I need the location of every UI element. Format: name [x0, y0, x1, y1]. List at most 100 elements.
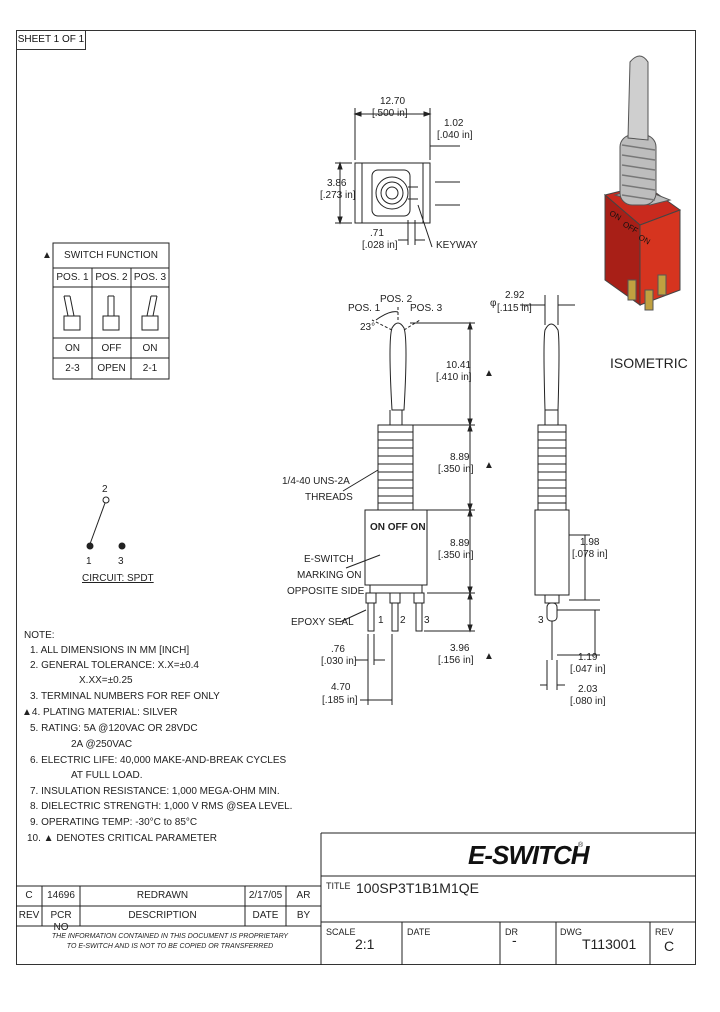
notes-title: NOTE:	[24, 630, 55, 641]
pcr-header: PCR NO	[50, 910, 72, 933]
scale-value: 2:1	[355, 936, 375, 952]
dim-width: 12.70	[380, 96, 406, 107]
note-10: 10. ▲ DENOTES CRITICAL PARAMETER	[27, 833, 217, 844]
dim-term-t: 2.03	[578, 684, 598, 695]
proprietary-1: THE INFORMATION CONTAINED IN THIS DOCUME…	[51, 933, 289, 940]
pos-1-label: POS. 1	[348, 303, 381, 314]
note-7: 7. INSULATION RESISTANCE: 1,000 MEGA-OHM…	[30, 786, 280, 797]
pos-3-header: POS. 3	[133, 272, 167, 283]
state-3: ON	[142, 343, 158, 354]
top-view-outline	[354, 162, 431, 224]
pcr-value: 14696	[47, 890, 75, 901]
crit-lever: ▲	[484, 368, 494, 379]
drawn-label: DR	[505, 927, 518, 937]
marking-3: OPPOSITE SIDE	[287, 586, 365, 597]
scale-label: SCALE	[326, 927, 356, 937]
dim-keyway-w-in: [.040 in]	[437, 130, 473, 141]
crit-term: ▲	[484, 651, 494, 662]
by-value: AR	[296, 890, 311, 901]
connection-1: 2-3	[65, 363, 80, 374]
thread-label-2: THREADS	[305, 492, 353, 503]
marking-1: E-SWITCH	[304, 554, 354, 565]
sheet-label: SHEET 1 OF 1	[16, 30, 86, 50]
switch-function-table	[52, 242, 170, 380]
dwg-value: T113001	[582, 936, 637, 952]
pos-2-header: POS. 2	[95, 272, 128, 283]
rev-header: REV	[18, 910, 40, 921]
dim-term: 3.96	[450, 643, 470, 654]
drawn-value: -	[512, 932, 517, 948]
note-5: 5. RATING: 5A @120VAC OR 28VDC	[30, 723, 198, 734]
isometric-label: ISOMETRIC	[610, 355, 688, 371]
description-header: DESCRIPTION	[128, 910, 197, 921]
state-2: OFF	[101, 343, 122, 354]
dim-seal: 1.98	[580, 537, 600, 548]
circuit-terminal-2: 2	[102, 484, 108, 495]
angle-label: 23°	[360, 322, 376, 333]
critical-marker: ▲	[42, 250, 52, 261]
side-view-outline	[520, 295, 600, 690]
dim-term-h-in: [.047 in]	[570, 664, 606, 675]
note-6b: AT FULL LOAD.	[71, 770, 143, 781]
dim-bushing: 8.89	[450, 452, 470, 463]
circuit-label: CIRCUIT: SPDT	[82, 573, 154, 584]
note-1: 1. ALL DIMENSIONS IN MM [INCH]	[30, 645, 190, 656]
date-label: DATE	[407, 927, 431, 937]
crit-bushing: ▲	[484, 460, 494, 471]
body-marking: ON OFF ON	[370, 522, 426, 533]
e-switch-logo: E-SWITCH	[468, 840, 590, 870]
dim-height-in: [.273 in]	[320, 190, 356, 201]
rev-label: REV	[655, 927, 674, 937]
dim-dia-sym: φ	[490, 298, 497, 309]
note-2b: X.XX=±0.25	[79, 675, 133, 686]
circuit-terminal-3: 3	[118, 556, 124, 567]
dim-seal-in: [.078 in]	[572, 549, 608, 560]
circuit-terminal-1: 1	[86, 556, 92, 567]
dim-term-in: [.156 in]	[438, 655, 474, 666]
dim-dia: 2.92	[505, 290, 525, 301]
dim-pitch: 4.70	[331, 682, 351, 693]
dim-term-w: .76	[331, 644, 345, 655]
title-label: TITLE	[326, 881, 351, 891]
dim-keyway: .71	[370, 228, 384, 239]
connection-3: 2-1	[142, 363, 158, 374]
rev-block-value: C	[664, 938, 675, 954]
note-6: 6. ELECTRIC LIFE: 40,000 MAKE-AND-BREAK …	[30, 755, 287, 766]
note-5b: 2A @250VAC	[71, 739, 133, 750]
note-8: 8. DIELECTRIC STRENGTH: 1,000 V RMS @SEA…	[30, 801, 293, 812]
date-value: 2/17/05	[248, 890, 283, 901]
pos-2-label: POS. 2	[380, 294, 413, 305]
side-terminal: 3	[538, 615, 544, 626]
dim-pitch-in: [.185 in]	[322, 695, 358, 706]
dim-width-in: [.500 in]	[372, 108, 408, 119]
dim-bushing-in: [.350 in]	[438, 464, 474, 475]
title-block-lines	[16, 832, 696, 965]
note-3: 3. TERMINAL NUMBERS FOR REF ONLY	[30, 691, 220, 702]
dim-body-in: [.350 in]	[438, 550, 474, 561]
dim-dia-in: [.115 in]	[497, 303, 532, 314]
terminal-2: 2	[400, 615, 406, 626]
isometric-view	[603, 55, 682, 311]
front-view-outline	[339, 305, 475, 705]
dim-term-w-in: [.030 in]	[321, 656, 357, 667]
pos-1-header: POS. 1	[56, 272, 89, 283]
dim-lever: 10.41	[446, 360, 472, 371]
dim-term-h: 1.19	[578, 652, 598, 663]
dim-height: 3.86	[327, 178, 347, 189]
note-4: ▲4. PLATING MATERIAL: SILVER	[22, 707, 178, 718]
part-number-title: 100SP3T1B1M1QE	[356, 880, 479, 896]
terminal-3: 3	[424, 615, 430, 626]
terminal-1: 1	[378, 615, 384, 626]
dwg-label: DWG	[560, 927, 582, 937]
note-9: 9. OPERATING TEMP: -30°C to 85°C	[30, 817, 198, 828]
thread-label-1: 1/4-40 UNS-2A	[282, 476, 350, 487]
dim-keyway-w: 1.02	[444, 118, 464, 129]
keyway-label: KEYWAY	[436, 240, 478, 251]
description-value: REDRAWN	[136, 890, 189, 901]
date-header: DATE	[252, 910, 279, 921]
epoxy-label: EPOXY SEAL	[291, 617, 354, 628]
rev-value: C	[25, 890, 33, 901]
dim-body: 8.89	[450, 538, 470, 549]
note-2: 2. GENERAL TOLERANCE: X.X=±0.4	[30, 660, 199, 671]
